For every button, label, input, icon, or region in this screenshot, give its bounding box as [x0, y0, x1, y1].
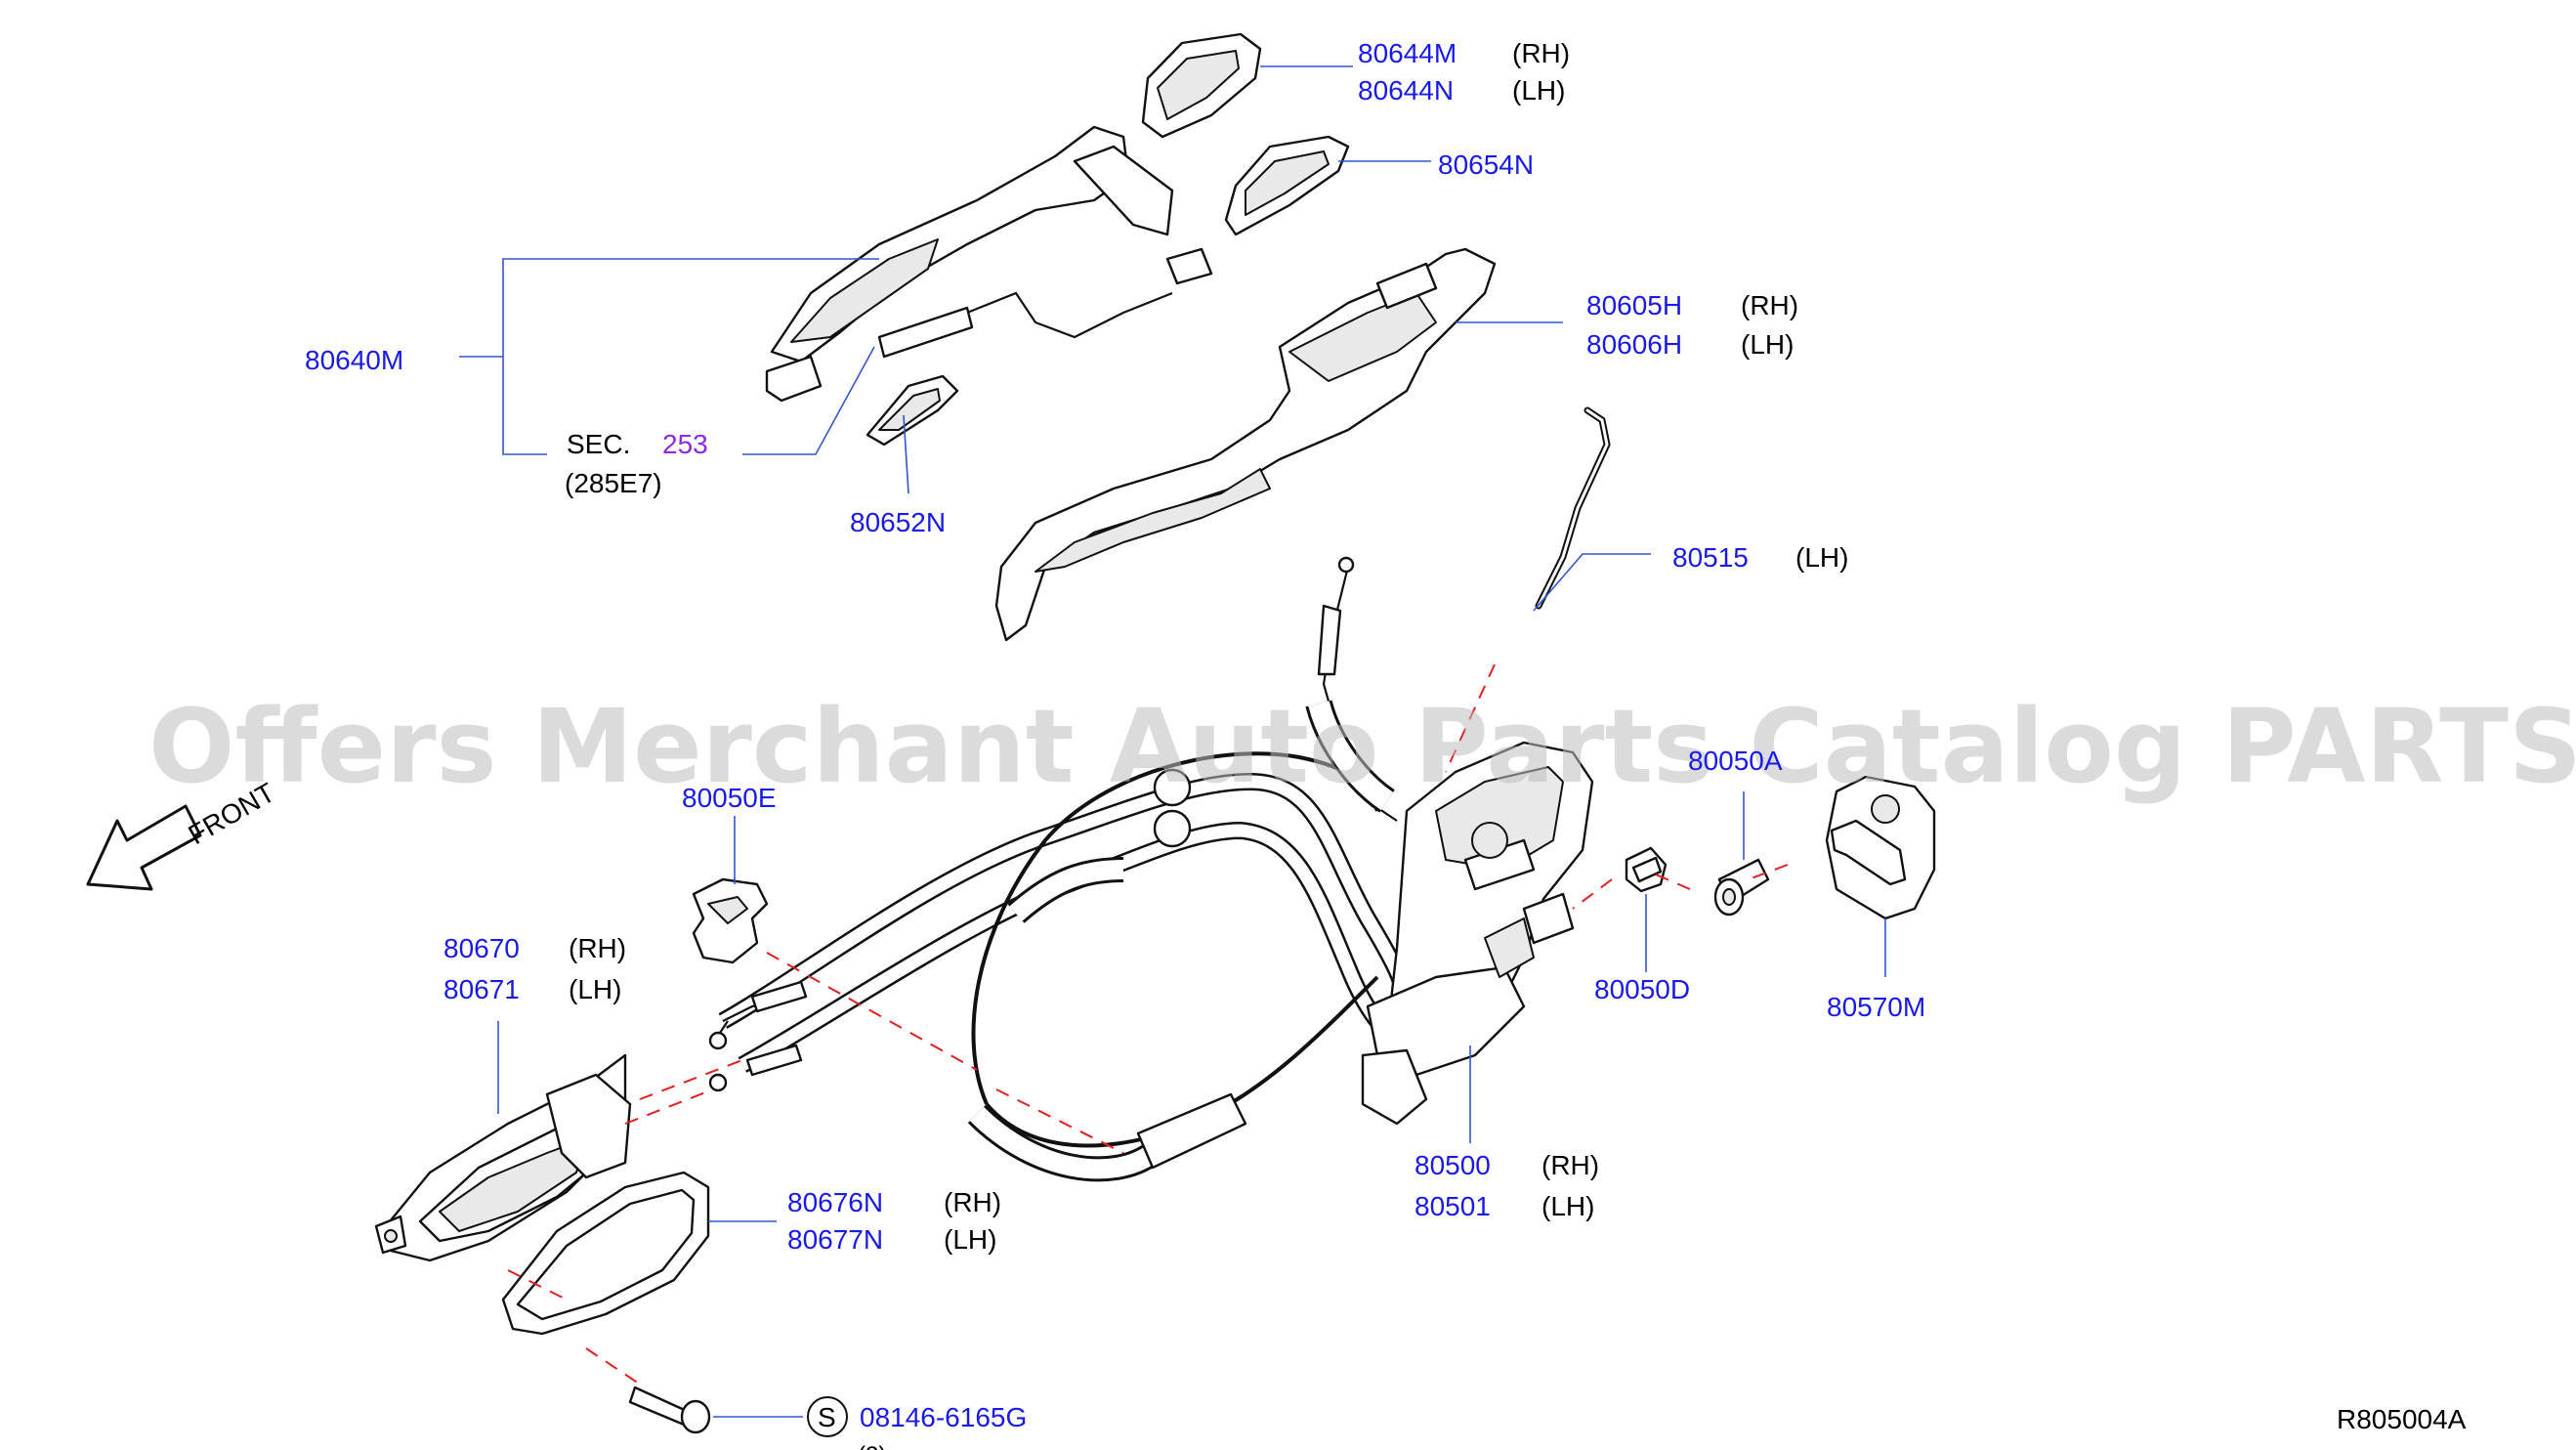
callout-80676N[interactable]: 80676N	[787, 1187, 883, 1217]
callout-80050D[interactable]: 80050D	[1594, 974, 1690, 1004]
callout-80501[interactable]: 80501	[1415, 1191, 1491, 1221]
callout-80644N[interactable]: 80644N	[1358, 75, 1454, 106]
callout-80654N[interactable]: 80654N	[1438, 149, 1534, 180]
handle-frame-drawing[interactable]	[994, 247, 1497, 642]
callout-80606H-side: (LH)	[1741, 329, 1794, 360]
callout-80050E[interactable]: 80050E	[682, 783, 777, 813]
callout-80670-side: (RH)	[569, 933, 626, 963]
small-gasket-drawing[interactable]	[866, 374, 959, 447]
assembly-guide-lines	[507, 663, 1789, 1388]
cable-assembly-drawing[interactable]	[708, 556, 1415, 1182]
door-lock-actuator-drawing[interactable]	[1361, 741, 1594, 1126]
callout-80670[interactable]: 80670	[443, 933, 520, 963]
callout-80644N-side: (LH)	[1512, 75, 1565, 106]
cable-clip-drawing[interactable]	[692, 877, 769, 964]
callout-80644M[interactable]: 80644M	[1358, 38, 1457, 68]
callout-80570M[interactable]: 80570M	[1827, 992, 1925, 1022]
callout-80515-side: (LH)	[1795, 542, 1848, 573]
callout-80677N-side: (LH)	[944, 1224, 996, 1255]
callout-80640M[interactable]: 80640M	[305, 345, 403, 375]
callout-80050A[interactable]: 80050A	[1688, 746, 1783, 776]
handle-gasket-drawing[interactable]	[1224, 135, 1350, 236]
leader-lines	[459, 65, 1886, 1418]
callout-80500[interactable]: 80500	[1415, 1150, 1491, 1180]
callout-80677N[interactable]: 80677N	[787, 1224, 883, 1255]
callout-80644M-side: (RH)	[1512, 38, 1570, 68]
door-striker-drawing[interactable]	[1825, 775, 1936, 920]
handle-escutcheon-drawing[interactable]	[1141, 32, 1262, 139]
standard-part-symbol-icon	[807, 1396, 848, 1437]
callout-80500-side: (RH)	[1541, 1150, 1599, 1180]
watermark-text: Offers Merchant Auto Parts Catalog PARTS…	[148, 687, 2576, 806]
callout-80671-side: (LH)	[569, 974, 621, 1004]
outside-handle-drawing[interactable]	[765, 125, 1213, 403]
standard-part-symbol: S	[818, 1402, 836, 1432]
section-ref-code: (285E7)	[565, 468, 662, 498]
callout-80501-side: (LH)	[1541, 1191, 1594, 1221]
striker-pin-drawing[interactable]	[1713, 858, 1770, 917]
callout-80606H[interactable]: 80606H	[1586, 329, 1682, 360]
callout-80515[interactable]: 80515	[1672, 542, 1749, 573]
bolt-drawing[interactable]	[1625, 846, 1668, 893]
callout-08146-qty: (2)	[858, 1442, 886, 1450]
callout-08146-6165G[interactable]: 08146-6165G	[860, 1402, 1027, 1432]
callout-80605H-side: (RH)	[1741, 290, 1798, 320]
callout-80671[interactable]: 80671	[443, 974, 520, 1004]
section-ref-number[interactable]: 253	[662, 429, 708, 459]
callout-80676N-side: (RH)	[944, 1187, 1001, 1217]
screw-drawing[interactable]	[628, 1386, 711, 1434]
section-ref-prefix: SEC.	[567, 429, 630, 459]
callout-80605H[interactable]: 80605H	[1586, 290, 1682, 320]
lock-rod-drawing[interactable]	[1535, 406, 1611, 610]
callout-80652N[interactable]: 80652N	[850, 507, 946, 537]
inside-handle-drawing[interactable]	[374, 1053, 632, 1262]
front-arrow-icon	[86, 804, 202, 891]
diagram-code: R805004A	[2337, 1404, 2467, 1434]
